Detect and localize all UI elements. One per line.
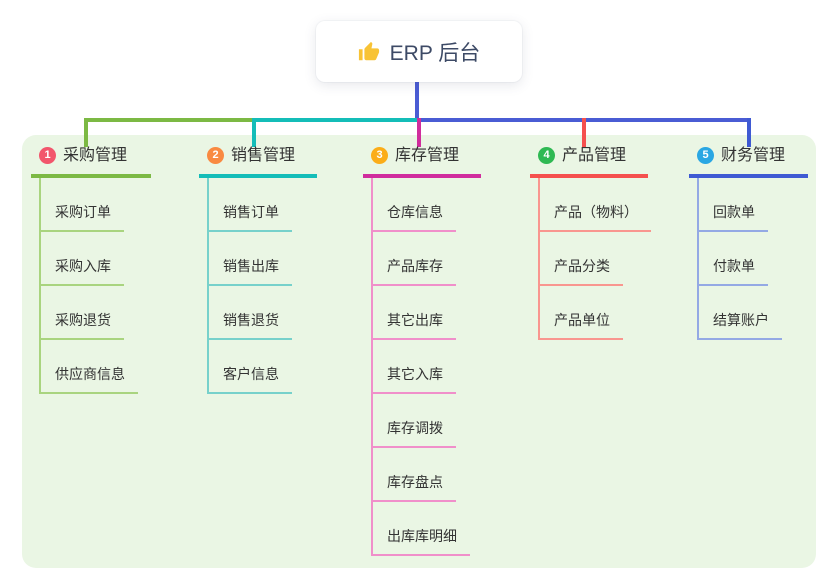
- connector-root-line: [415, 82, 419, 120]
- child-node[interactable]: 库存调拨: [371, 394, 481, 448]
- branch-node[interactable]: 2 销售管理: [199, 146, 317, 178]
- child-node[interactable]: 产品（物料）: [538, 178, 651, 232]
- branch-1: 1 采购管理采购订单采购入库采购退货供应商信息: [31, 146, 151, 394]
- branch-2: 2 销售管理销售订单销售出库销售退货客户信息: [199, 146, 317, 394]
- branch-node[interactable]: 1 采购管理: [31, 146, 151, 178]
- branch-node[interactable]: 5 财务管理: [689, 146, 808, 178]
- child-node[interactable]: 其它出库: [371, 286, 481, 340]
- branch-number-badge: 1: [39, 147, 56, 164]
- subtree-vertical-line: [207, 178, 209, 394]
- child-node[interactable]: 库存盘点: [371, 448, 481, 502]
- connector-drop-4: [582, 118, 586, 147]
- branch-subtree: 回款单付款单结算账户: [697, 178, 808, 340]
- branch-label: 采购管理: [63, 147, 128, 164]
- branch-4: 4 产品管理产品（物料） 产品分类产品单位: [530, 146, 651, 340]
- child-node-label: 库存盘点: [371, 474, 456, 502]
- child-node-label: 产品（物料）: [538, 204, 651, 232]
- branch-5: 5 财务管理回款单付款单结算账户: [689, 146, 808, 340]
- child-node-label: 采购退货: [39, 312, 124, 340]
- child-node-label: 销售退货: [207, 312, 292, 340]
- branch-number-badge: 2: [207, 147, 224, 164]
- connector-segment-green: [84, 118, 256, 122]
- branch-label: 库存管理: [395, 147, 460, 164]
- child-node-label: 回款单: [697, 204, 768, 232]
- connector-drop-5: [747, 118, 751, 147]
- branch-3: 3 库存管理仓库信息产品库存其它出库其它入库库存调拨库存盘点出库库明细: [363, 146, 481, 556]
- child-node-label: 产品库存: [371, 258, 456, 286]
- branch-number-badge: 4: [538, 147, 555, 164]
- branch-subtree: 销售订单销售出库销售退货客户信息: [207, 178, 317, 394]
- connector-drop-1: [84, 118, 88, 147]
- connector-segment-teal: [252, 118, 421, 122]
- child-node[interactable]: 产品单位: [538, 286, 648, 340]
- child-node[interactable]: 其它入库: [371, 340, 481, 394]
- child-node-label: 其它入库: [371, 366, 456, 394]
- child-node[interactable]: 产品库存: [371, 232, 481, 286]
- root-node[interactable]: ERP 后台: [316, 21, 522, 82]
- child-node-label: 仓库信息: [371, 204, 456, 232]
- child-node[interactable]: 客户信息: [207, 340, 317, 394]
- child-node-label: 供应商信息: [39, 366, 138, 394]
- branch-node[interactable]: 4 产品管理: [530, 146, 648, 178]
- child-node-label: 其它出库: [371, 312, 456, 340]
- thumbs-up-icon: [358, 41, 380, 63]
- subtree-vertical-line: [538, 178, 540, 340]
- child-node[interactable]: 供应商信息: [39, 340, 151, 394]
- subtree-vertical-line: [39, 178, 41, 394]
- branch-label: 财务管理: [721, 147, 786, 164]
- child-node[interactable]: 销售退货: [207, 286, 317, 340]
- subtree-vertical-line: [697, 178, 699, 340]
- mindmap-panel: [22, 135, 816, 568]
- child-node[interactable]: 仓库信息: [371, 178, 481, 232]
- child-node[interactable]: 销售出库: [207, 232, 317, 286]
- child-node[interactable]: 付款单: [697, 232, 808, 286]
- branch-node[interactable]: 3 库存管理: [363, 146, 481, 178]
- branch-subtree: 产品（物料） 产品分类产品单位: [538, 178, 651, 340]
- branch-label: 销售管理: [231, 147, 296, 164]
- child-node-label: 结算账户: [697, 312, 782, 340]
- child-node[interactable]: 产品分类: [538, 232, 648, 286]
- child-node-label: 出库库明细: [371, 528, 470, 556]
- child-node-label: 销售订单: [207, 204, 292, 232]
- child-node-label: 采购入库: [39, 258, 124, 286]
- child-node[interactable]: 采购入库: [39, 232, 151, 286]
- branch-subtree: 采购订单采购入库采购退货供应商信息: [39, 178, 151, 394]
- child-node[interactable]: 采购退货: [39, 286, 151, 340]
- branch-label: 产品管理: [562, 147, 627, 164]
- child-node-label: 销售出库: [207, 258, 292, 286]
- child-node-label: 采购订单: [39, 204, 124, 232]
- child-node[interactable]: 销售订单: [207, 178, 317, 232]
- child-node-label: 产品单位: [538, 312, 623, 340]
- child-node-label: 库存调拨: [371, 420, 456, 448]
- branch-number-badge: 3: [371, 147, 388, 164]
- child-node[interactable]: 结算账户: [697, 286, 808, 340]
- subtree-vertical-line: [371, 178, 373, 556]
- child-node-label: 客户信息: [207, 366, 292, 394]
- child-node-label: 产品分类: [538, 258, 623, 286]
- child-node-label: 付款单: [697, 258, 768, 286]
- child-node[interactable]: 回款单: [697, 178, 808, 232]
- child-node[interactable]: 出库库明细: [371, 502, 481, 556]
- connector-drop-2: [252, 118, 256, 147]
- connector-drop-3: [417, 118, 421, 147]
- root-node-label: ERP 后台: [389, 41, 481, 65]
- branch-subtree: 仓库信息产品库存其它出库其它入库库存调拨库存盘点出库库明细: [371, 178, 481, 556]
- branch-number-badge: 5: [697, 147, 714, 164]
- child-node[interactable]: 采购订单: [39, 178, 151, 232]
